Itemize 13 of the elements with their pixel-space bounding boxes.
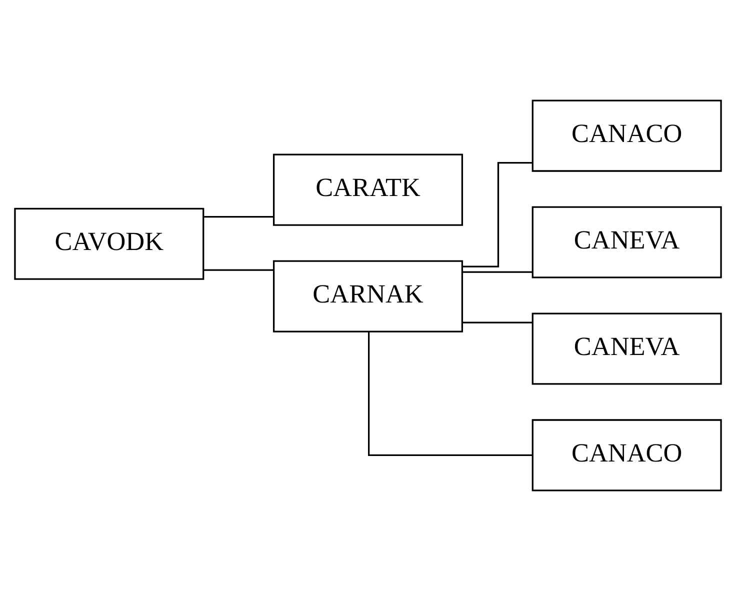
connector — [462, 270, 532, 272]
node-box: CANEVA — [532, 206, 722, 278]
node-box: CANACO — [532, 418, 722, 491]
connector — [204, 216, 274, 218]
node-box: CAVODK — [14, 207, 204, 280]
node-box: CANACO — [532, 99, 722, 172]
connector — [462, 161, 532, 267]
node-box: CANEVA — [532, 312, 722, 384]
connector — [204, 268, 274, 270]
connector — [368, 331, 532, 456]
node-box: CARATK — [272, 153, 464, 226]
connector — [462, 321, 532, 323]
node-box: CARNAK — [272, 260, 464, 332]
